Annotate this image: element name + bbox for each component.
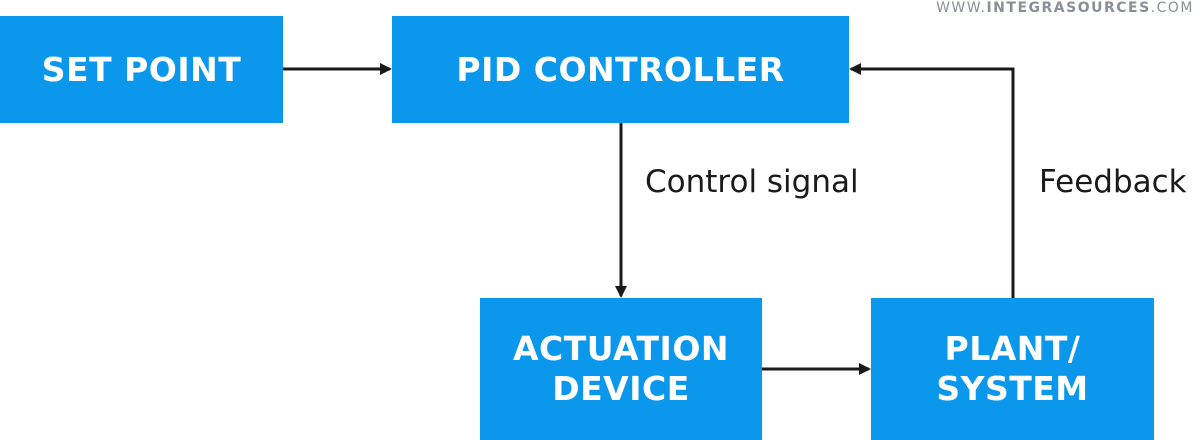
actuation-device-label-line-1: ACTUATION bbox=[513, 329, 729, 368]
arrow-feedback bbox=[849, 63, 1015, 298]
pid-controller-label: PID CONTROLLER bbox=[456, 49, 785, 89]
watermark-brand: INTEGRASOURCES bbox=[986, 0, 1151, 16]
set-point-label: SET POINT bbox=[41, 49, 242, 89]
actuation-device-block: ACTUATION DEVICE bbox=[480, 298, 762, 440]
feedback-label: Feedback bbox=[1039, 164, 1187, 200]
watermark: WWW.INTEGRASOURCES.COM bbox=[936, 0, 1194, 16]
plant-system-label-line-1: PLANT/ bbox=[944, 329, 1081, 368]
control-signal-label: Control signal bbox=[645, 164, 859, 200]
pid-controller-block: PID CONTROLLER bbox=[392, 16, 849, 123]
plant-system-block: PLANT/ SYSTEM bbox=[871, 298, 1154, 440]
watermark-suffix: .COM bbox=[1150, 0, 1194, 16]
plant-system-label-line-2: SYSTEM bbox=[936, 369, 1089, 408]
actuation-device-label-line-2: DEVICE bbox=[552, 369, 690, 408]
watermark-prefix: WWW. bbox=[936, 0, 987, 16]
set-point-block: SET POINT bbox=[0, 16, 283, 123]
